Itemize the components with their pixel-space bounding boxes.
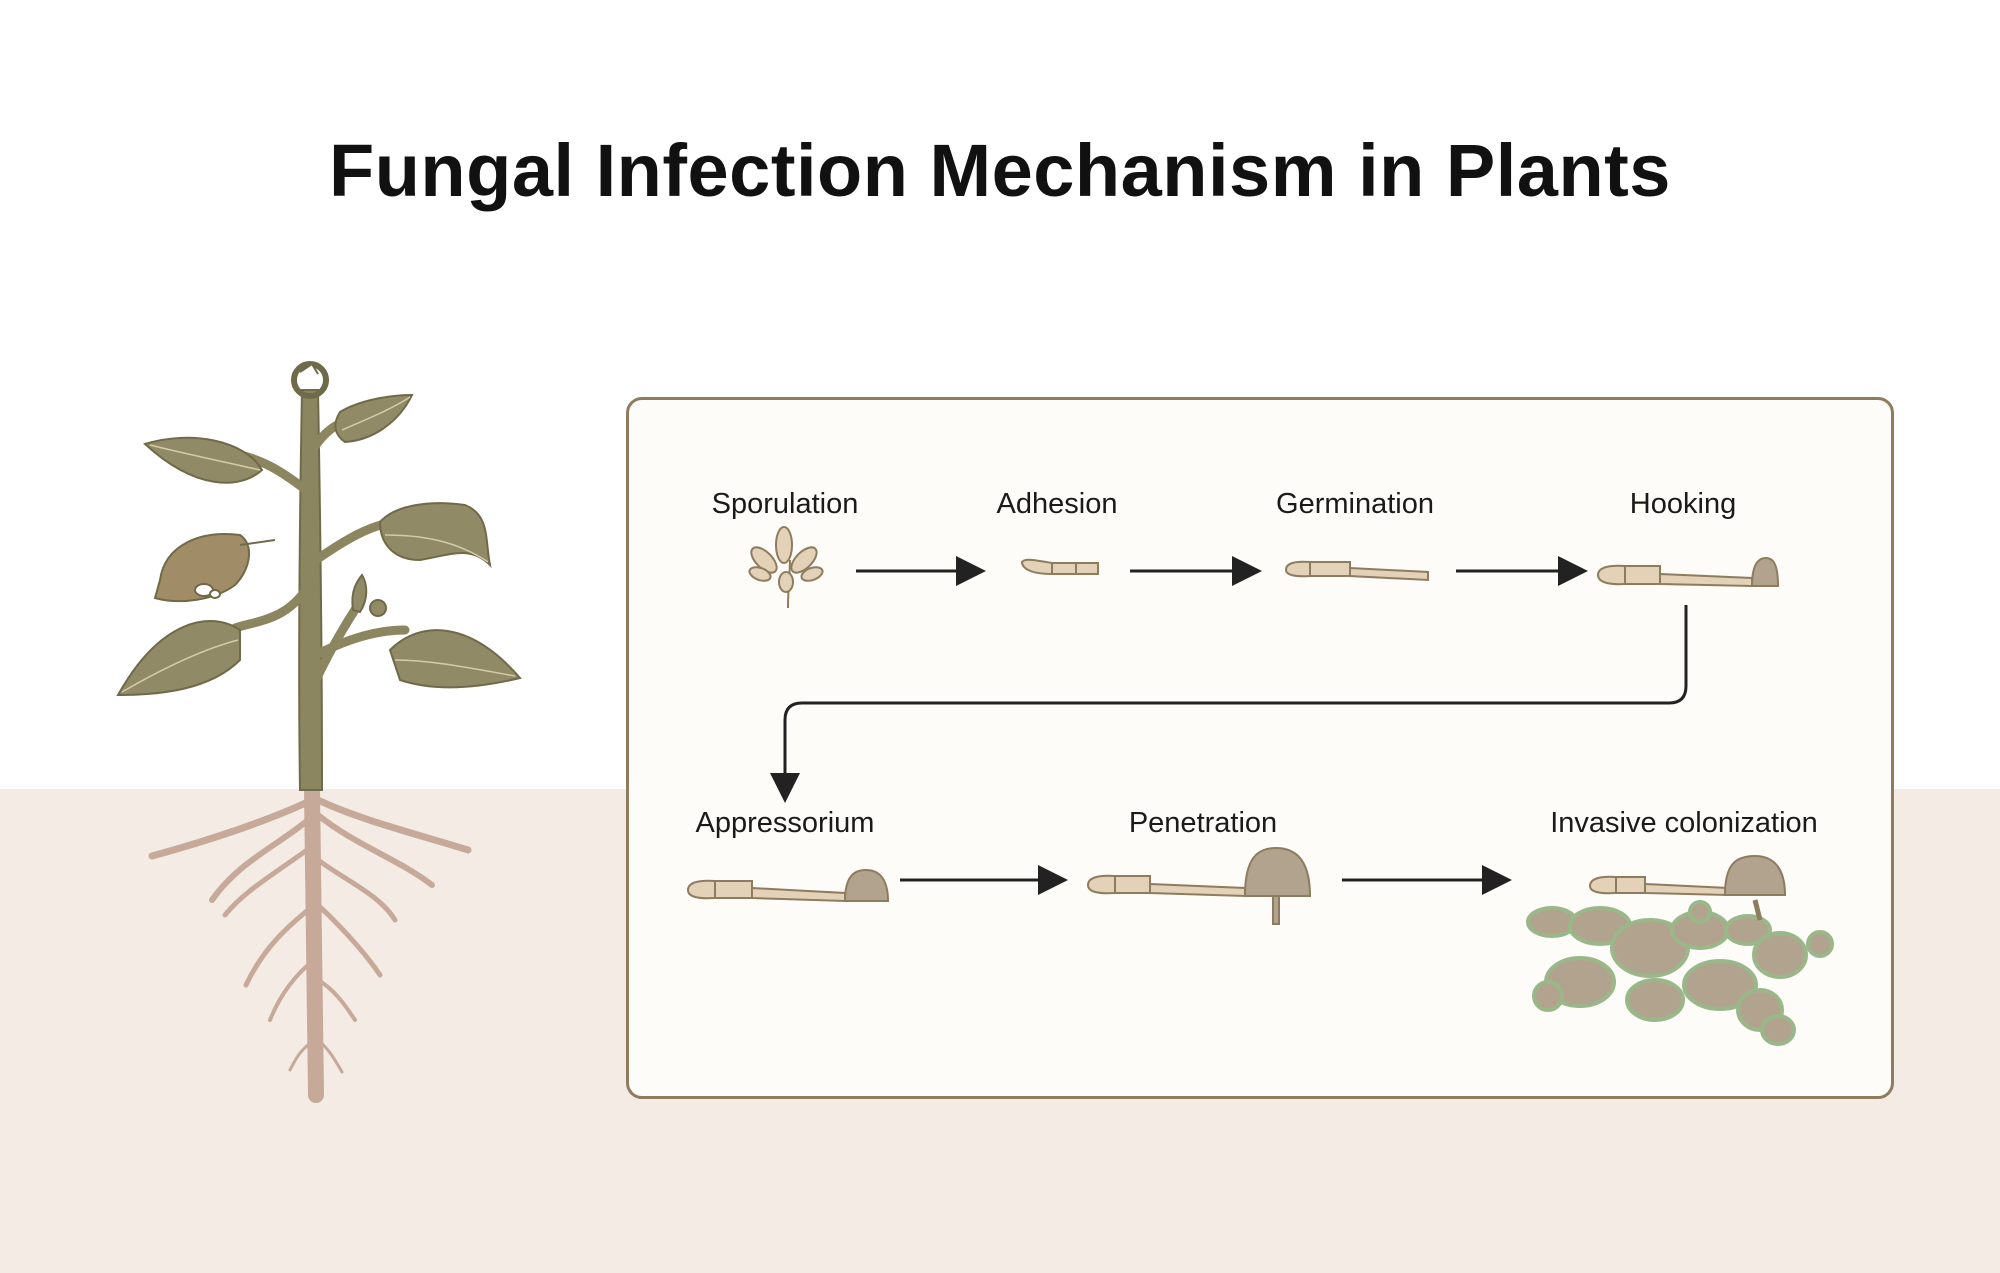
- stage-label-invasive-colonization: Invasive colonization: [1550, 807, 1818, 839]
- stage-label-hooking: Hooking: [1629, 488, 1737, 520]
- stage-label-germination: Germination: [1276, 488, 1434, 520]
- stage-label-penetration: Penetration: [1128, 807, 1278, 839]
- stage-label-sporulation: Sporulation: [711, 488, 859, 520]
- plant-illustration: [116, 361, 522, 1103]
- stage-label-adhesion: Adhesion: [996, 488, 1118, 520]
- plant-roots: [148, 782, 472, 1103]
- diagram-title: Fungal Infection Mechanism in Plants: [329, 129, 1671, 212]
- stage-label-appressorium: Appressorium: [695, 807, 875, 839]
